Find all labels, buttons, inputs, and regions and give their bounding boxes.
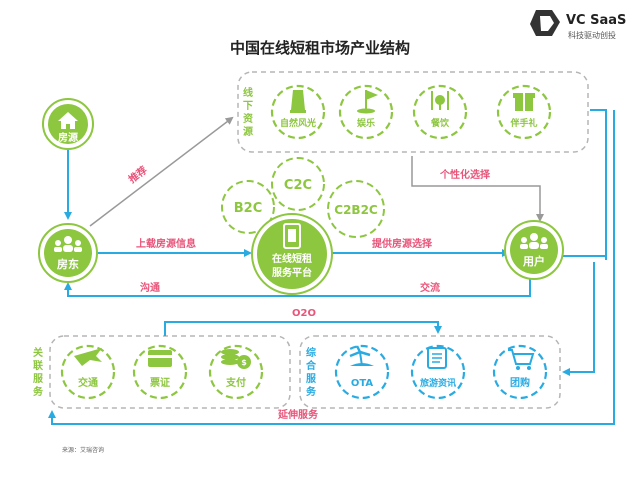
offline-group-label: 线 下 资 源	[243, 86, 253, 138]
svg-text:C2B2C: C2B2C	[334, 203, 378, 217]
node-yonghu: 用户	[504, 220, 564, 280]
edge-label-jiaoliu: 交流	[420, 281, 440, 294]
offline-item-entertainment: 娱乐	[338, 84, 394, 140]
integrated-item-travel-info: 旅游资讯	[410, 344, 466, 400]
svg-text:源: 源	[243, 125, 253, 138]
node-platform: 在线短租 服务平台	[251, 213, 333, 295]
edge-label-tigong: 提供房源选择	[372, 237, 433, 250]
related-group-label: 关 联 服 务	[33, 346, 44, 398]
svg-text:C2C: C2C	[284, 178, 312, 193]
card-icon	[148, 350, 172, 367]
brand-logo: VC SaaS 科技驱动创投	[530, 10, 626, 40]
edge-label-o2o: O2O	[292, 308, 316, 319]
people-group-icon	[520, 233, 548, 249]
node-fangdong: 房东	[38, 223, 98, 283]
model-c2c: C2C	[271, 157, 325, 211]
edge-yanshen	[48, 110, 615, 425]
svg-text:B2C: B2C	[234, 201, 263, 216]
edge-gexinghua	[411, 156, 544, 222]
svg-text:票证: 票证	[150, 377, 170, 389]
svg-text:娱乐: 娱乐	[357, 117, 375, 129]
svg-text:自然风光: 自然风光	[280, 117, 316, 129]
document-icon	[427, 347, 447, 369]
svg-text:餐饮: 餐饮	[430, 117, 450, 129]
integrated-item-ota: OTA	[334, 344, 390, 400]
svg-text:服: 服	[306, 373, 317, 385]
svg-text:资: 资	[243, 112, 253, 125]
source-note: 来源：艾瑞咨询	[62, 446, 104, 454]
related-item-payment: $ 支付	[208, 344, 264, 400]
brand-tagline: 科技驱动创投	[568, 30, 616, 40]
svg-text:交通: 交通	[78, 376, 98, 389]
golf-icon	[357, 90, 378, 114]
svg-text:OTA: OTA	[351, 378, 374, 389]
edge-offline-right	[590, 109, 607, 260]
edge-tuijian	[89, 116, 234, 227]
tower-icon	[290, 90, 306, 113]
svg-text:下: 下	[243, 100, 253, 112]
phone-touch-icon	[283, 223, 301, 249]
related-item-transport: 交通	[60, 344, 116, 400]
model-b2c: B2C	[221, 180, 275, 234]
svg-text:房源: 房源	[58, 131, 78, 144]
edge-label-goutong: 沟通	[140, 281, 160, 294]
related-item-tickets: 票证	[132, 344, 188, 400]
edge-o2o	[164, 321, 442, 336]
svg-text:$: $	[241, 358, 247, 367]
related-group-box	[49, 335, 291, 409]
offline-item-souvenir: 伴手礼	[496, 84, 552, 140]
offline-group-box	[237, 71, 589, 153]
svg-text:关: 关	[33, 346, 43, 359]
model-c2b2c: C2B2C	[327, 180, 385, 238]
svg-text:旅游资讯: 旅游资讯	[420, 377, 456, 389]
svg-text:支付: 支付	[225, 376, 246, 389]
offline-item-dining: 餐饮	[412, 84, 468, 140]
svg-text:联: 联	[33, 359, 43, 372]
cutlery-icon	[431, 91, 449, 110]
svg-text:用户: 用户	[523, 254, 545, 268]
svg-text:服: 服	[33, 373, 44, 385]
house-icon	[58, 112, 78, 129]
svg-text:合: 合	[305, 359, 317, 372]
coins-icon: $	[221, 349, 251, 369]
svg-text:服务平台: 服务平台	[272, 266, 312, 279]
svg-text:务: 务	[33, 385, 44, 398]
svg-text:团购: 团购	[510, 376, 530, 389]
edge-label-gexinghua: 个性化选择	[439, 168, 491, 181]
svg-text:综: 综	[306, 346, 316, 359]
edge-label-shangzai: 上载房源信息	[136, 237, 196, 250]
node-fangyuan: 房源	[42, 98, 94, 150]
edge-label-yanshen: 延伸服务	[277, 408, 319, 421]
brand-name: VC SaaS	[566, 13, 626, 28]
gift-icon	[513, 93, 535, 111]
edge-goutong-jiaoliu	[64, 276, 531, 297]
people-group-icon	[54, 236, 82, 252]
integrated-group-box	[299, 335, 561, 409]
svg-text:务: 务	[306, 385, 317, 398]
cart-icon	[508, 349, 535, 370]
svg-text:房东: 房东	[57, 257, 79, 271]
svg-text:线: 线	[243, 86, 253, 99]
page-title: 中国在线短租市场产业结构	[230, 39, 410, 57]
integrated-item-group-buy: 团购	[492, 344, 548, 400]
island-icon	[349, 345, 374, 367]
edge-user-integrated	[562, 262, 595, 376]
svg-text:在线短租: 在线短租	[272, 252, 312, 265]
svg-text:伴手礼: 伴手礼	[509, 117, 537, 129]
integrated-group-label: 综 合 服 务	[305, 346, 317, 398]
plane-icon	[74, 348, 102, 366]
offline-item-scenery: 自然风光	[270, 84, 326, 140]
